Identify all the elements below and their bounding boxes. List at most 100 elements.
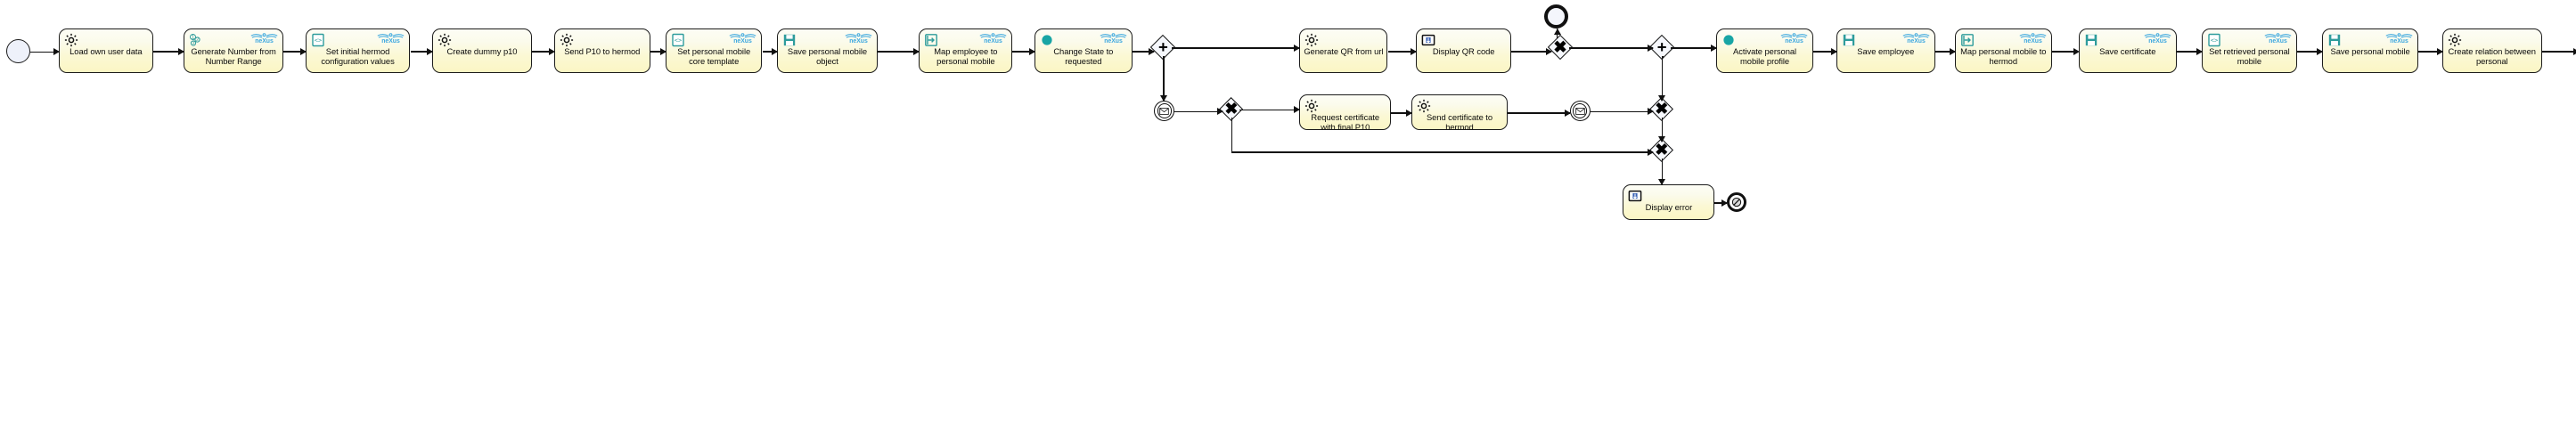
svg-text:3: 3 xyxy=(192,41,195,46)
nexus-logo-icon: neXus xyxy=(2018,32,2048,45)
nexus-logo-icon: neXus xyxy=(1901,32,1931,45)
save-icon xyxy=(782,33,796,46)
flow-arrowhead xyxy=(1217,108,1224,116)
task-label: Save personal mobile xyxy=(2330,46,2410,56)
task-t10[interactable]: Generate QR from url xyxy=(1299,28,1388,73)
flow-arrowhead xyxy=(1545,47,1552,55)
gateway-gw_x_qr[interactable]: ✖ xyxy=(1547,34,1574,61)
task-label: Save employee xyxy=(1857,46,1915,56)
task-label: Request certificate with final P10 xyxy=(1311,112,1380,130)
event-inner-ring xyxy=(1157,103,1173,118)
gear-icon xyxy=(438,33,451,47)
sequence-flow xyxy=(1671,47,1717,49)
gear-icon xyxy=(560,33,573,47)
task-label: Generate Number from Number Range xyxy=(191,46,276,67)
gateway-gw_split[interactable]: + xyxy=(1150,34,1176,61)
sequence-flow xyxy=(1812,51,1837,53)
task-label: Change State to requested xyxy=(1053,46,1114,67)
gateway-gw_x_low2[interactable]: ✖ xyxy=(1649,97,1674,122)
event-qr_end[interactable] xyxy=(1544,4,1569,28)
task-t05[interactable]: Send P10 to hermod xyxy=(553,28,651,73)
task-label: Send P10 to hermod xyxy=(564,46,641,56)
sequence-flow xyxy=(2541,51,2576,53)
svg-text:neXus: neXus xyxy=(1907,38,1926,45)
task-label: Create relation between personal xyxy=(2448,46,2536,67)
flow-arrowhead xyxy=(2436,47,2443,55)
sequence-flow xyxy=(1387,51,1417,53)
gateway-gw_x_low1[interactable]: ✖ xyxy=(1219,97,1244,122)
flow-arrowhead xyxy=(2573,47,2576,55)
sequence-flow xyxy=(1934,51,1955,53)
sequence-flow xyxy=(30,51,59,53)
flow-arrowhead xyxy=(1721,199,1728,207)
flow-arrowhead xyxy=(1949,47,1956,55)
flow-arrowhead xyxy=(1149,47,1156,55)
sequence-flow xyxy=(1508,112,1570,114)
cross-icon: ✖ xyxy=(1655,99,1669,118)
svg-text:neXus: neXus xyxy=(2269,38,2287,45)
gateway-gw_join[interactable]: + xyxy=(1648,34,1675,61)
flow-arrowhead xyxy=(1648,108,1655,116)
flow-arrowhead xyxy=(1160,95,1168,102)
nexus-logo-icon: neXus xyxy=(978,32,1008,45)
task-t14[interactable]: Display error xyxy=(1623,184,1715,220)
sequence-flow xyxy=(1012,51,1034,53)
gateway-gw_x_low3[interactable]: ✖ xyxy=(1649,138,1674,163)
svg-text:2: 2 xyxy=(196,37,199,43)
nexus-logo-icon: neXus xyxy=(1779,32,1809,45)
event-term_end[interactable] xyxy=(1726,192,1746,212)
task-t21[interactable]: Create relation between personal xyxy=(2441,28,2542,73)
svg-text:neXus: neXus xyxy=(849,38,868,45)
flow-arrowhead xyxy=(2316,47,2323,55)
task-label: Set initial hermod configuration values xyxy=(321,46,395,67)
save-icon xyxy=(2084,33,2097,46)
svg-text:neXus: neXus xyxy=(1104,38,1123,45)
gear-icon xyxy=(1417,99,1430,113)
flow-arrowhead xyxy=(1411,47,1418,55)
task-t04[interactable]: Create dummy p10 xyxy=(431,28,533,73)
event-inner-ring xyxy=(1572,103,1588,118)
sequence-flow xyxy=(1391,112,1411,114)
task-t13[interactable]: Send certificate to hermod xyxy=(1411,94,1509,130)
svg-text:<>: <> xyxy=(675,37,682,45)
flow-arrowhead xyxy=(1831,47,1838,55)
sequence-flow xyxy=(650,51,666,53)
nexus-logo-icon: neXus xyxy=(1099,32,1128,45)
cross-icon: ✖ xyxy=(1553,37,1567,56)
sequence-flow xyxy=(1174,110,1223,112)
svg-text:neXus: neXus xyxy=(985,38,1003,45)
task-label: Set personal mobile core template xyxy=(677,46,751,67)
nexus-logo-icon: neXus xyxy=(844,32,873,45)
flow-arrowhead xyxy=(1648,148,1655,156)
nexus-logo-icon: neXus xyxy=(376,32,405,45)
event-msg2[interactable] xyxy=(1569,101,1591,121)
sequence-flow xyxy=(1172,47,1300,49)
event-msg1[interactable] xyxy=(1154,101,1175,121)
sequence-flow xyxy=(2176,51,2203,53)
save-icon xyxy=(1842,33,1855,46)
sequence-flow xyxy=(283,51,306,53)
task-t12[interactable]: Request certificate with final P10 xyxy=(1299,94,1392,130)
flow-arrowhead xyxy=(772,47,779,55)
event-start[interactable] xyxy=(6,39,31,63)
sequence-flow xyxy=(1661,118,1664,142)
task-t01[interactable]: Load own user data xyxy=(58,28,154,73)
sequence-flow xyxy=(410,51,432,53)
nexus-logo-icon: neXus xyxy=(728,32,757,45)
flow-arrowhead xyxy=(2196,47,2204,55)
task-t11[interactable]: Display QR code xyxy=(1416,28,1512,73)
map-icon xyxy=(1960,33,1974,46)
sequence-flow xyxy=(762,51,778,53)
